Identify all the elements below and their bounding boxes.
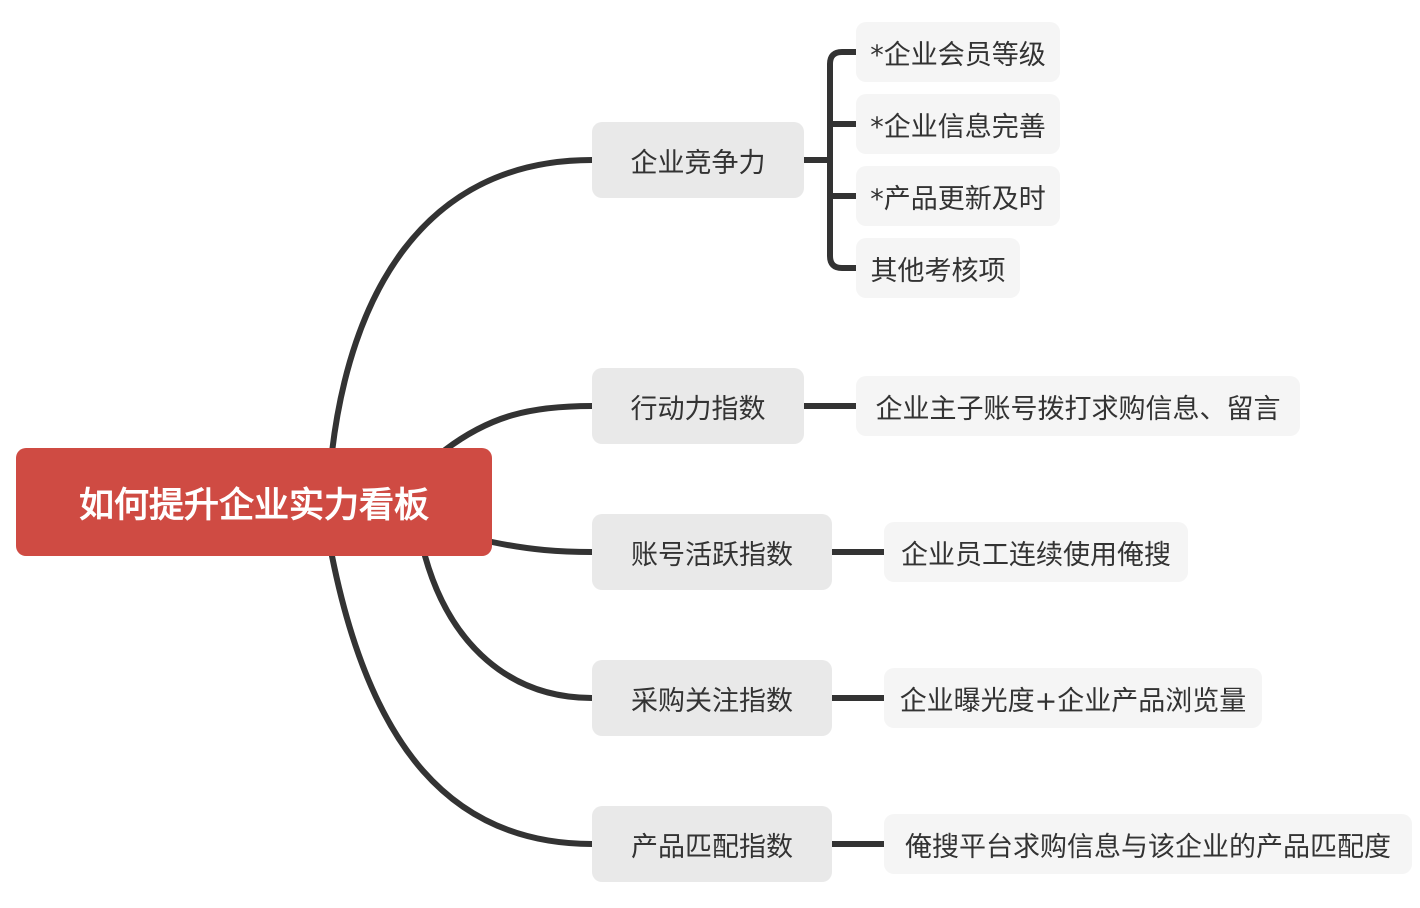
leaf-label: *企业信息完善 (870, 111, 1046, 143)
connector-branch-3 (489, 539, 595, 555)
branch-label: 企业竞争力 (630, 147, 766, 179)
leaf-label: 其他考核项 (870, 255, 1006, 287)
connector-branch-2 (442, 403, 595, 453)
root-label: 如何提升企业实力看板 (78, 485, 429, 526)
leaf-label: 企业曝光度+企业产品浏览量 (899, 685, 1247, 717)
leaf-label: *产品更新及时 (870, 183, 1046, 215)
branch-label: 产品匹配指数 (631, 831, 793, 863)
leaf-label: 企业主子账号拨打求购信息、留言 (875, 393, 1281, 425)
leaf-label: 企业员工连续使用俺搜 (901, 539, 1171, 571)
branch-action-index[interactable]: 行动力指数 (592, 368, 804, 444)
connector-branch-4 (422, 553, 595, 701)
leaf-label: *企业会员等级 (870, 39, 1046, 71)
leaf-employee-usage[interactable]: 企业员工连续使用俺搜 (884, 522, 1188, 582)
branch-competitiveness[interactable]: 企业竞争力 (592, 122, 804, 198)
branch-label: 采购关注指数 (631, 685, 793, 717)
bracket-connector (801, 49, 859, 271)
branch-activity-index[interactable]: 账号活跃指数 (592, 514, 832, 590)
leaf-account-calls[interactable]: 企业主子账号拨打求购信息、留言 (856, 376, 1300, 436)
leaf-other-items[interactable]: 其他考核项 (856, 238, 1020, 298)
leaf-product-match[interactable]: 俺搜平台求购信息与该企业的产品匹配度 (884, 814, 1412, 874)
branch-label: 行动力指数 (630, 393, 766, 425)
leaf-product-update[interactable]: *产品更新及时 (856, 166, 1060, 226)
connector-branch-1 (329, 157, 595, 455)
leaf-membership-level[interactable]: *企业会员等级 (856, 22, 1060, 82)
leaf-exposure-views[interactable]: 企业曝光度+企业产品浏览量 (884, 668, 1262, 728)
branch-label: 账号活跃指数 (631, 539, 793, 571)
leaf-info-complete[interactable]: *企业信息完善 (856, 94, 1060, 154)
root-node[interactable]: 如何提升企业实力看板 (16, 448, 492, 556)
branch-purchase-attention-index[interactable]: 采购关注指数 (592, 660, 832, 736)
connector-branch-5 (329, 553, 595, 847)
branch-product-match-index[interactable]: 产品匹配指数 (592, 806, 832, 882)
leaf-label: 俺搜平台求购信息与该企业的产品匹配度 (905, 831, 1391, 863)
